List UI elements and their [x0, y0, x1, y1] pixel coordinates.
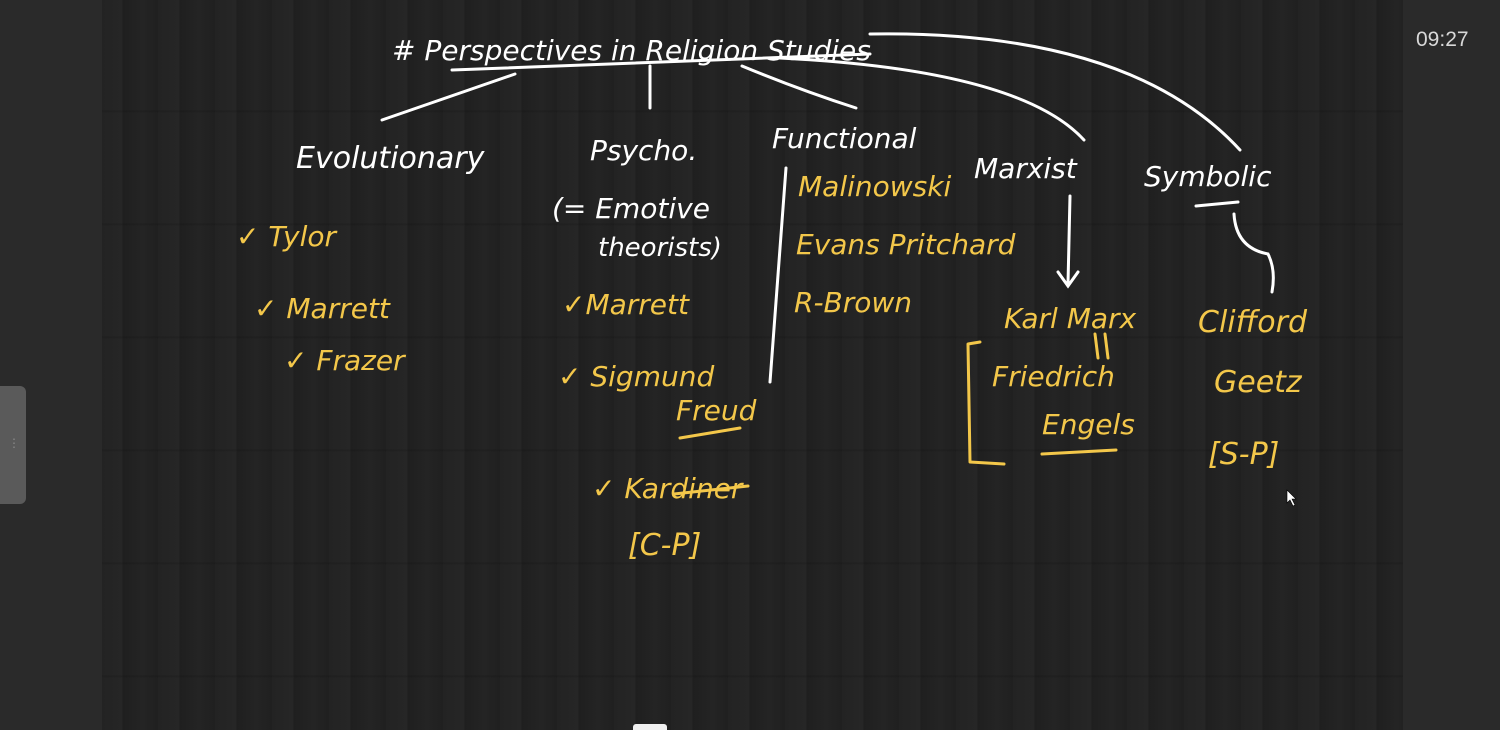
- marx-engels-link: [1093, 332, 1110, 360]
- symbolic-underline: [1194, 200, 1240, 208]
- item-tylor-label: Tylor: [268, 220, 337, 253]
- connector-functional: [740, 64, 858, 110]
- item-sigmund: ✓ Sigmund: [558, 360, 714, 393]
- item-evans-pritchard: Evans Pritchard: [796, 228, 1016, 261]
- drag-handle-icon: ⋮: [8, 436, 20, 450]
- marxist-arrow: [1056, 194, 1080, 289]
- psycho-sub-1: (= Emotive: [552, 192, 710, 225]
- bottom-toolbar-tab[interactable]: [633, 724, 667, 730]
- item-marrett-evo-label: Marrett: [286, 292, 391, 325]
- item-sigmund-label: Sigmund: [590, 360, 714, 393]
- title-underline: [450, 52, 872, 72]
- symbolic-tag: [S-P]: [1208, 437, 1279, 472]
- left-gutter: [0, 0, 102, 730]
- whiteboard-canvas[interactable]: [102, 0, 1403, 730]
- item-freud: Freud: [676, 394, 757, 427]
- side-panel-handle[interactable]: ⋮: [0, 386, 26, 504]
- item-friedrich: Friedrich: [992, 360, 1115, 393]
- item-karl-marx: Karl Marx: [1004, 302, 1137, 335]
- kardiner-underline: [672, 484, 750, 496]
- heading-psycho: Psycho.: [590, 134, 697, 167]
- item-frazer: ✓ Frazer: [284, 344, 406, 377]
- item-malinowski: Malinowski: [798, 170, 951, 203]
- heading-evolutionary: Evolutionary: [296, 141, 486, 176]
- connector-symbolic: [868, 32, 1242, 152]
- right-gutter: [1403, 0, 1500, 730]
- functional-bracket-line: [768, 166, 788, 384]
- mouse-cursor-icon: [1286, 489, 1297, 507]
- wood-texture: [102, 0, 1403, 730]
- item-tylor: ✓ Tylor: [236, 220, 338, 253]
- item-r-brown: R-Brown: [794, 286, 912, 319]
- connector-evolutionary: [380, 72, 517, 122]
- diagram-title: # Perspectives in Religion Studies: [392, 34, 871, 67]
- heading-functional: Functional: [772, 122, 917, 155]
- heading-marxist: Marxist: [974, 152, 1078, 185]
- item-clifford: Clifford: [1198, 305, 1308, 340]
- heading-symbolic: Symbolic: [1144, 160, 1272, 193]
- item-marrett-psy: ✓Marrett: [562, 288, 690, 321]
- psycho-tag: [C-P]: [628, 528, 701, 563]
- marxist-bracket: [966, 340, 1006, 466]
- freud-underline: [678, 426, 742, 440]
- psycho-sub-2: theorists): [598, 233, 722, 263]
- connector-marxist: [778, 56, 1086, 142]
- engels-underline: [1040, 448, 1118, 456]
- item-geetz: Geetz: [1214, 365, 1303, 400]
- item-marrett-psy-label: Marrett: [585, 288, 690, 321]
- item-engels: Engels: [1042, 408, 1135, 441]
- item-frazer-label: Frazer: [316, 344, 406, 377]
- symbolic-arrow: [1232, 212, 1275, 294]
- item-marrett-evo: ✓ Marrett: [254, 292, 391, 325]
- session-timer: 09:27: [1416, 28, 1469, 51]
